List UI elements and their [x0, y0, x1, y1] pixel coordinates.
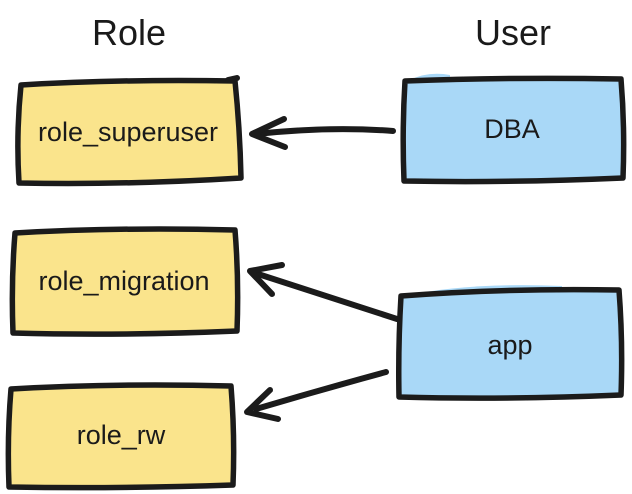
node-app-label: app — [487, 330, 532, 360]
edge-shaft — [253, 369, 389, 412]
edge-app-to-role-rw — [244, 369, 389, 422]
node-role-superuser-label: role_superuser — [38, 117, 218, 147]
node-role-migration: role_migration — [9, 226, 241, 337]
edge-shaft — [255, 271, 400, 322]
edge-shaft — [253, 126, 396, 137]
edge-app-to-role-migration — [247, 262, 400, 322]
edge-dba-to-role-superuser — [249, 116, 396, 150]
node-role-migration-box — [9, 226, 241, 337]
node-role-superuser-box — [15, 77, 244, 187]
arrowhead-icon — [244, 387, 281, 422]
arrowhead-icon — [247, 262, 285, 297]
node-dba-label: DBA — [484, 114, 540, 144]
node-role-rw-box — [5, 382, 237, 491]
node-role-migration-label: role_migration — [38, 266, 209, 296]
node-app-box — [396, 286, 625, 401]
column-title-role: Role — [92, 12, 166, 53]
node-app: app — [396, 286, 625, 401]
column-title-user: User — [475, 12, 551, 53]
corner-overshoot — [225, 75, 240, 83]
node-role-superuser: role_superuser — [15, 75, 244, 187]
node-dba: DBA — [400, 75, 627, 185]
node-role-rw: role_rw — [5, 382, 237, 491]
arrowhead-icon — [249, 116, 288, 150]
node-role-rw-label: role_rw — [77, 420, 166, 450]
node-dba-box — [400, 75, 627, 185]
